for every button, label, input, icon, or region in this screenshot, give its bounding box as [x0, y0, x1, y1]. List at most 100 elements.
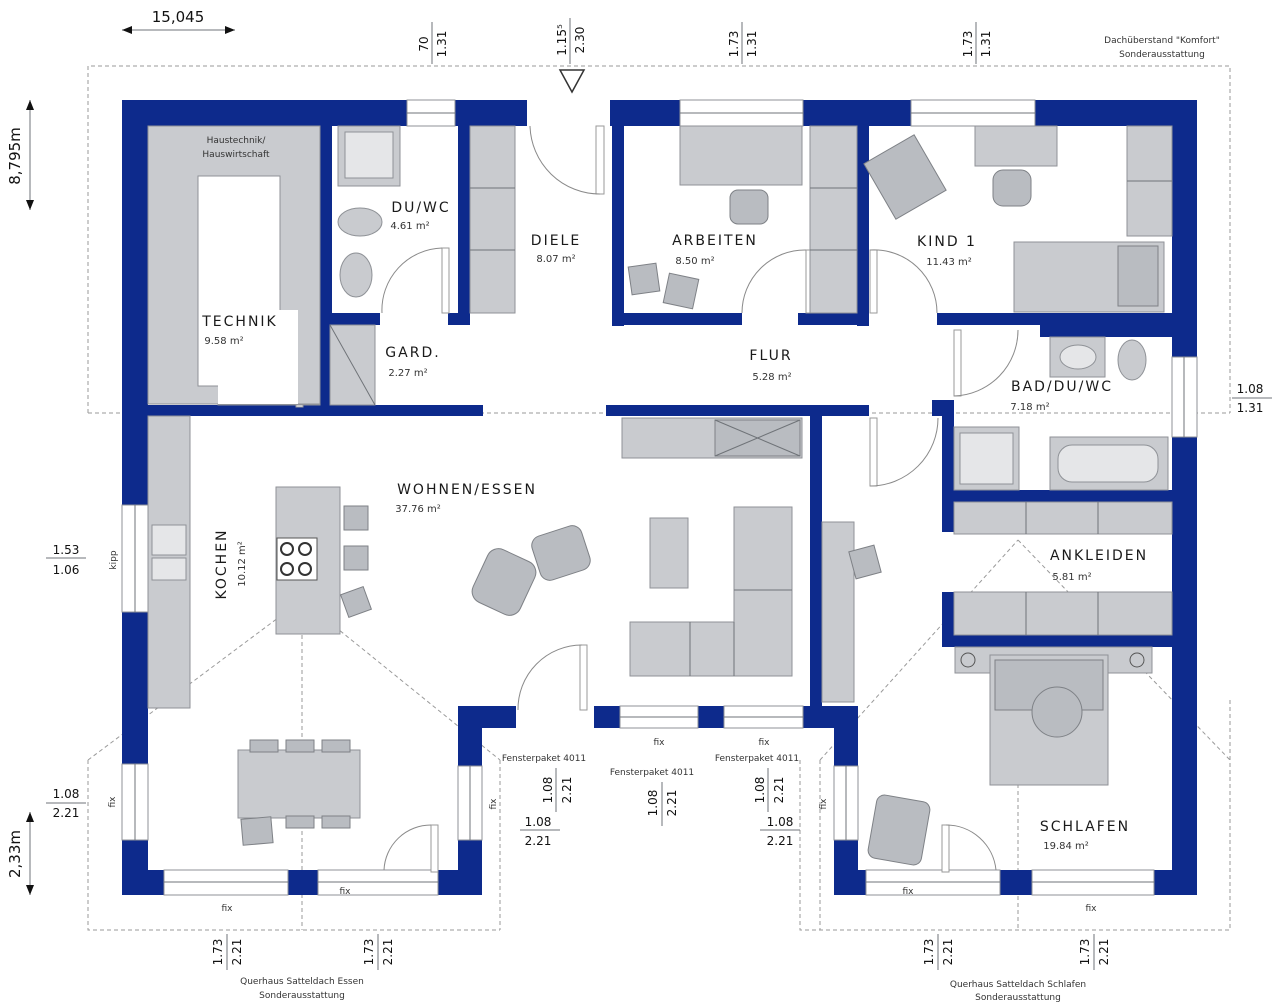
fix-label-8: fix	[903, 887, 915, 897]
top-dim-2a: 1.15⁵	[555, 24, 569, 56]
front-dim-4a: 1.08	[753, 777, 767, 804]
left-dim-1b: 1.06	[53, 563, 80, 577]
querhaus-essen-line2: Sonderausstattung	[259, 991, 345, 1001]
fensterpaket-label-1: Fensterpaket 4011	[502, 754, 586, 764]
bottom-dim-2a: 1.73	[362, 939, 376, 966]
flur-name: FLUR	[749, 348, 792, 364]
overall-width: 15,045	[152, 8, 205, 26]
entrance-arrow-icon	[558, 69, 586, 94]
interior-walls	[148, 126, 1172, 706]
bottom-dim-1b: 2.21	[230, 939, 244, 966]
duwc-name: DU/WC	[391, 200, 450, 216]
kind1-area: 11.43 m²	[926, 257, 972, 268]
side-dimensions: 1.08 1.31 1.53 1.06 1.08 2.21	[46, 382, 1272, 820]
exterior-walls	[122, 100, 1197, 895]
left-dim-2a: 1.08	[53, 787, 80, 801]
duwc-area: 4.61 m²	[390, 221, 429, 232]
arbeiten-furniture	[627, 125, 803, 310]
overhang-note-line1: Dachüberstand "Komfort"	[1104, 36, 1220, 46]
right-dim-1b: 1.31	[1237, 401, 1264, 415]
arbeiten-area: 8.50 m²	[675, 256, 714, 267]
left-dim-2b: 2.21	[53, 806, 80, 820]
technik-note-line2: Hauswirtschaft	[202, 150, 270, 160]
front-dim-1b: 2.21	[560, 777, 574, 804]
storage-units	[329, 125, 1173, 636]
kitchen-furniture	[147, 415, 373, 709]
schlafen-name: SCHLAFEN	[1040, 819, 1130, 835]
kochen-area: 10.12 m²	[237, 541, 248, 587]
schlafen-area: 19.84 m²	[1043, 841, 1089, 852]
living-furniture	[471, 506, 882, 703]
front-dim-1a: 1.08	[541, 777, 555, 804]
bad-name: BAD/DU/WC	[1011, 379, 1113, 395]
fensterpaket-label-2: Fensterpaket 4011	[610, 768, 694, 778]
top-dimensions: 70 1.31 1.15⁵ 2.30 1.73 1.31 1.73 1.31	[417, 18, 993, 64]
top-dim-4a: 1.73	[961, 31, 975, 58]
top-dim-3b: 1.31	[745, 31, 759, 58]
top-dim-2b: 2.30	[573, 27, 587, 54]
room-labels: TECHNIK 9.58 m² DU/WC 4.61 m² DIELE 8.07…	[201, 200, 1148, 852]
left-dim-1a: 1.53	[53, 543, 80, 557]
bottom-dim-4b: 2.21	[1097, 939, 1111, 966]
bad-area: 7.18 m²	[1010, 402, 1049, 413]
fix-label-2: fix	[222, 904, 234, 914]
fix-label-5: fix	[654, 738, 666, 748]
bottom-dim-2b: 2.21	[381, 939, 395, 966]
overhang-note-line2: Sonderausstattung	[1119, 50, 1205, 60]
fensterpaket-label-3: Fensterpaket 4011	[715, 754, 799, 764]
technik-name: TECHNIK	[201, 314, 277, 330]
flur-area: 5.28 m²	[752, 372, 791, 383]
bedroom-furniture	[867, 646, 1153, 866]
kind1-name: KIND 1	[917, 234, 977, 250]
kochen-name: KOCHEN	[214, 528, 230, 599]
bottom-dim-3a: 1.73	[922, 939, 936, 966]
wohnen-name: WOHNEN/ESSEN	[397, 482, 537, 498]
top-dim-3a: 1.73	[727, 31, 741, 58]
diele-name: DIELE	[531, 233, 581, 249]
front-dim-5b: 2.21	[767, 834, 794, 848]
technik-area: 9.58 m²	[204, 336, 243, 347]
diele-area: 8.07 m²	[536, 254, 575, 265]
front-dim-4b: 2.21	[772, 777, 786, 804]
technik-note-line1: Haustechnik/	[207, 136, 267, 146]
front-dim-3a: 1.08	[646, 790, 660, 817]
fix-label-4: fix	[489, 798, 499, 810]
notes: Dachüberstand "Komfort" Sonderausstattun…	[240, 36, 1220, 1003]
fix-label-6: fix	[759, 738, 771, 748]
front-dimensions: 1.08 2.21 1.08 2.21 1.08 2.21 1.08 2.21 …	[520, 768, 800, 848]
windows	[121, 99, 1198, 896]
bathroom-fixtures	[337, 125, 1169, 491]
wohnen-area: 37.76 m²	[395, 504, 441, 515]
overall-depth-main: 8,795m	[6, 127, 24, 185]
bottom-dim-3b: 2.21	[941, 939, 955, 966]
gard-name: GARD.	[385, 345, 440, 361]
front-dim-2b: 2.21	[525, 834, 552, 848]
front-dim-5a: 1.08	[767, 815, 794, 829]
top-dim-4b: 1.31	[979, 31, 993, 58]
bottom-dimensions: 1.73 2.21 1.73 2.21 1.73 2.21 1.73 2.21	[211, 934, 1111, 970]
technik-furniture: Haustechnik/ Hauswirtschaft	[147, 125, 321, 406]
overall-dimensions: 15,045 8,795m 2,33m	[6, 8, 235, 895]
top-dim-1a: 70	[417, 36, 431, 51]
front-dim-3b: 2.21	[665, 790, 679, 817]
fix-label-3: fix	[340, 887, 352, 897]
fix-label-7: fix	[819, 798, 829, 810]
front-dim-2a: 1.08	[525, 815, 552, 829]
kipp-label: kipp	[109, 550, 119, 569]
fix-label-9: fix	[1086, 904, 1098, 914]
top-dim-1b: 1.31	[435, 31, 449, 58]
overall-depth-side: 2,33m	[6, 830, 24, 878]
fix-label-1: fix	[108, 796, 118, 808]
bottom-dim-4a: 1.73	[1078, 939, 1092, 966]
bottom-dim-1a: 1.73	[211, 939, 225, 966]
querhaus-essen-line1: Querhaus Satteldach Essen	[240, 977, 364, 987]
arbeiten-name: ARBEITEN	[672, 233, 758, 249]
right-dim-1a: 1.08	[1237, 382, 1264, 396]
dining-furniture	[237, 739, 361, 846]
window-labels: kipp fix fix fix fix fix fix fix fix fix…	[108, 550, 1097, 914]
ankleiden-name: ANKLEIDEN	[1050, 548, 1148, 564]
ankleiden-area: 5.81 m²	[1052, 572, 1091, 583]
querhaus-schlafen-line2: Sonderausstattung	[975, 993, 1061, 1003]
kind1-furniture	[863, 125, 1165, 313]
